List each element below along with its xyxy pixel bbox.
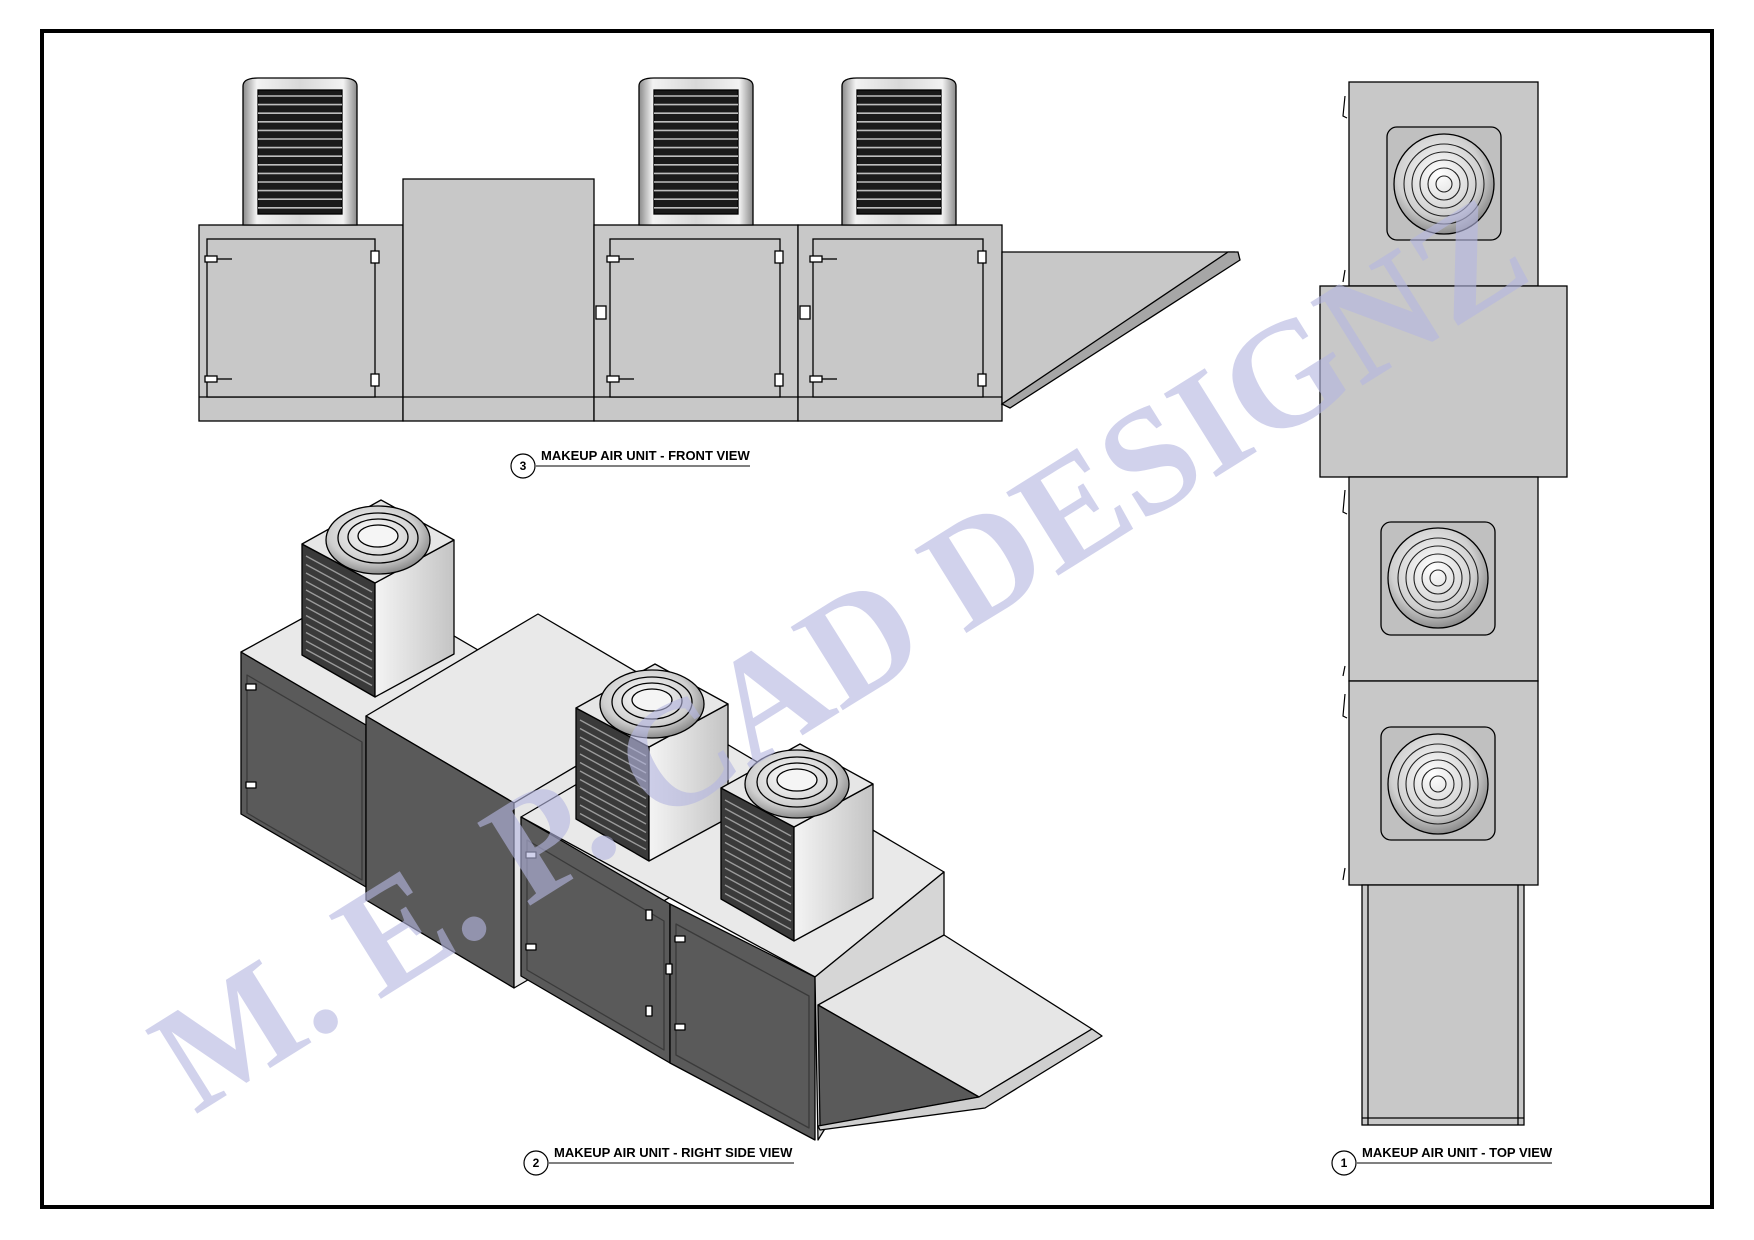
iso-cabinet3-front [669, 903, 816, 1141]
front-condenser-1 [242, 77, 358, 226]
front-door-mid [609, 238, 781, 398]
side-view-title: MAKEUP AIR UNIT - RIGHT SIDE VIEW [554, 1145, 793, 1160]
louver-slat [305, 580, 373, 619]
louver-slat [579, 795, 647, 834]
louver-slat [724, 892, 792, 931]
side-view [240, 499, 1103, 1141]
fan-ring [1397, 537, 1479, 619]
louver-slat [305, 623, 373, 661]
top-handles [1342, 95, 1348, 881]
top-view [1319, 81, 1568, 1126]
fan-ring [1421, 767, 1455, 801]
louver-slat [305, 640, 373, 678]
louver-slat [579, 761, 647, 800]
fan-ring [1405, 545, 1471, 611]
iso-condenser-2 [575, 663, 729, 862]
side-view-number: 2 [533, 1156, 540, 1170]
louver-slat [305, 614, 373, 653]
louver-slat [724, 884, 792, 922]
fan-ring [1397, 743, 1479, 825]
fan-ring [1429, 775, 1447, 793]
louver-slat [579, 719, 647, 757]
top-hood [1361, 884, 1525, 1126]
fan-ring [1435, 175, 1453, 193]
fan-ring [1419, 159, 1469, 209]
louver-slat [305, 597, 373, 636]
louver-slat [724, 867, 792, 905]
front-view-number: 3 [520, 459, 527, 473]
front-view-title: MAKEUP AIR UNIT - FRONT VIEW [541, 448, 750, 463]
front-hood-edge [1000, 251, 1241, 409]
louver-slat [579, 727, 647, 766]
fan-ring [1427, 167, 1461, 201]
louver-slat [579, 778, 647, 817]
louver-slat [579, 736, 647, 774]
front-view [198, 77, 1241, 422]
iso-louvers [305, 555, 792, 931]
fan-ring [1411, 151, 1477, 217]
front-center-box [402, 178, 595, 422]
louver-slat [724, 807, 792, 846]
fan-ring [1413, 553, 1463, 603]
louver-slat [724, 799, 792, 837]
louver-slat [724, 841, 792, 880]
fan-ring [1413, 759, 1463, 809]
front-louvers [258, 95, 941, 209]
louver-slat [305, 631, 373, 670]
iso-condenser-1 [301, 499, 455, 698]
louver-slat [724, 850, 792, 888]
iso-condenser-3 [720, 743, 874, 942]
iso-hinges [245, 683, 686, 1031]
louver-slat [724, 824, 792, 863]
front-view-label: 3 MAKEUP AIR UNIT - FRONT VIEW [510, 448, 750, 479]
top-view-title: MAKEUP AIR UNIT - TOP VIEW [1362, 1145, 1553, 1160]
top-center-box [1319, 285, 1568, 478]
front-condenser-3 [841, 77, 957, 226]
louver-slat [579, 744, 647, 783]
iso-hood-lip [817, 1028, 1103, 1131]
louver-slat [305, 648, 373, 687]
fan-ring [1421, 561, 1455, 595]
fan-ring [1429, 569, 1447, 587]
side-view-label: 2 MAKEUP AIR UNIT - RIGHT SIDE VIEW [523, 1145, 794, 1176]
louver-slat [305, 563, 373, 602]
louver-slat [579, 804, 647, 842]
louver-slat [724, 816, 792, 854]
louver-slat [579, 753, 647, 791]
louver-slat [305, 555, 373, 593]
front-condenser-2 [638, 77, 754, 226]
louver-slat [305, 572, 373, 610]
fan-ring [1405, 751, 1471, 817]
front-door-left [206, 238, 376, 398]
louver-slat [724, 858, 792, 897]
front-door-right [812, 238, 984, 398]
louver-slat [579, 812, 647, 851]
louver-slat [724, 875, 792, 914]
louver-slat [724, 833, 792, 871]
louver-slat [305, 589, 373, 627]
top-fan-rings [1397, 143, 1485, 825]
fan-ring [1403, 143, 1485, 225]
top-view-label: 1 MAKEUP AIR UNIT - TOP VIEW [1331, 1145, 1553, 1176]
louver-slat [305, 606, 373, 644]
sheet-border [40, 29, 1714, 1209]
louver-slat [579, 787, 647, 825]
top-view-number: 1 [1341, 1156, 1348, 1170]
louver-slat [579, 770, 647, 808]
